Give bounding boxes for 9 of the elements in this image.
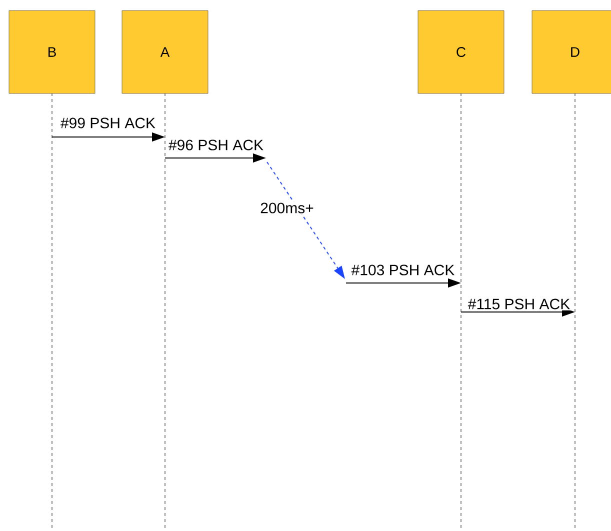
lifeline-box: C <box>418 10 504 94</box>
edge-label: #99 PSH ACK <box>59 116 157 130</box>
lifeline-box: D <box>532 10 611 94</box>
delay-label: 200ms+ <box>259 202 315 214</box>
edge-label: #96 PSH ACK <box>167 138 265 152</box>
edge-label: #103 PSH ACK <box>350 264 456 276</box>
lifeline-box: B <box>8 10 96 94</box>
edge-label: #115 PSH ACK <box>466 298 572 310</box>
lifeline-box: A <box>122 10 208 94</box>
